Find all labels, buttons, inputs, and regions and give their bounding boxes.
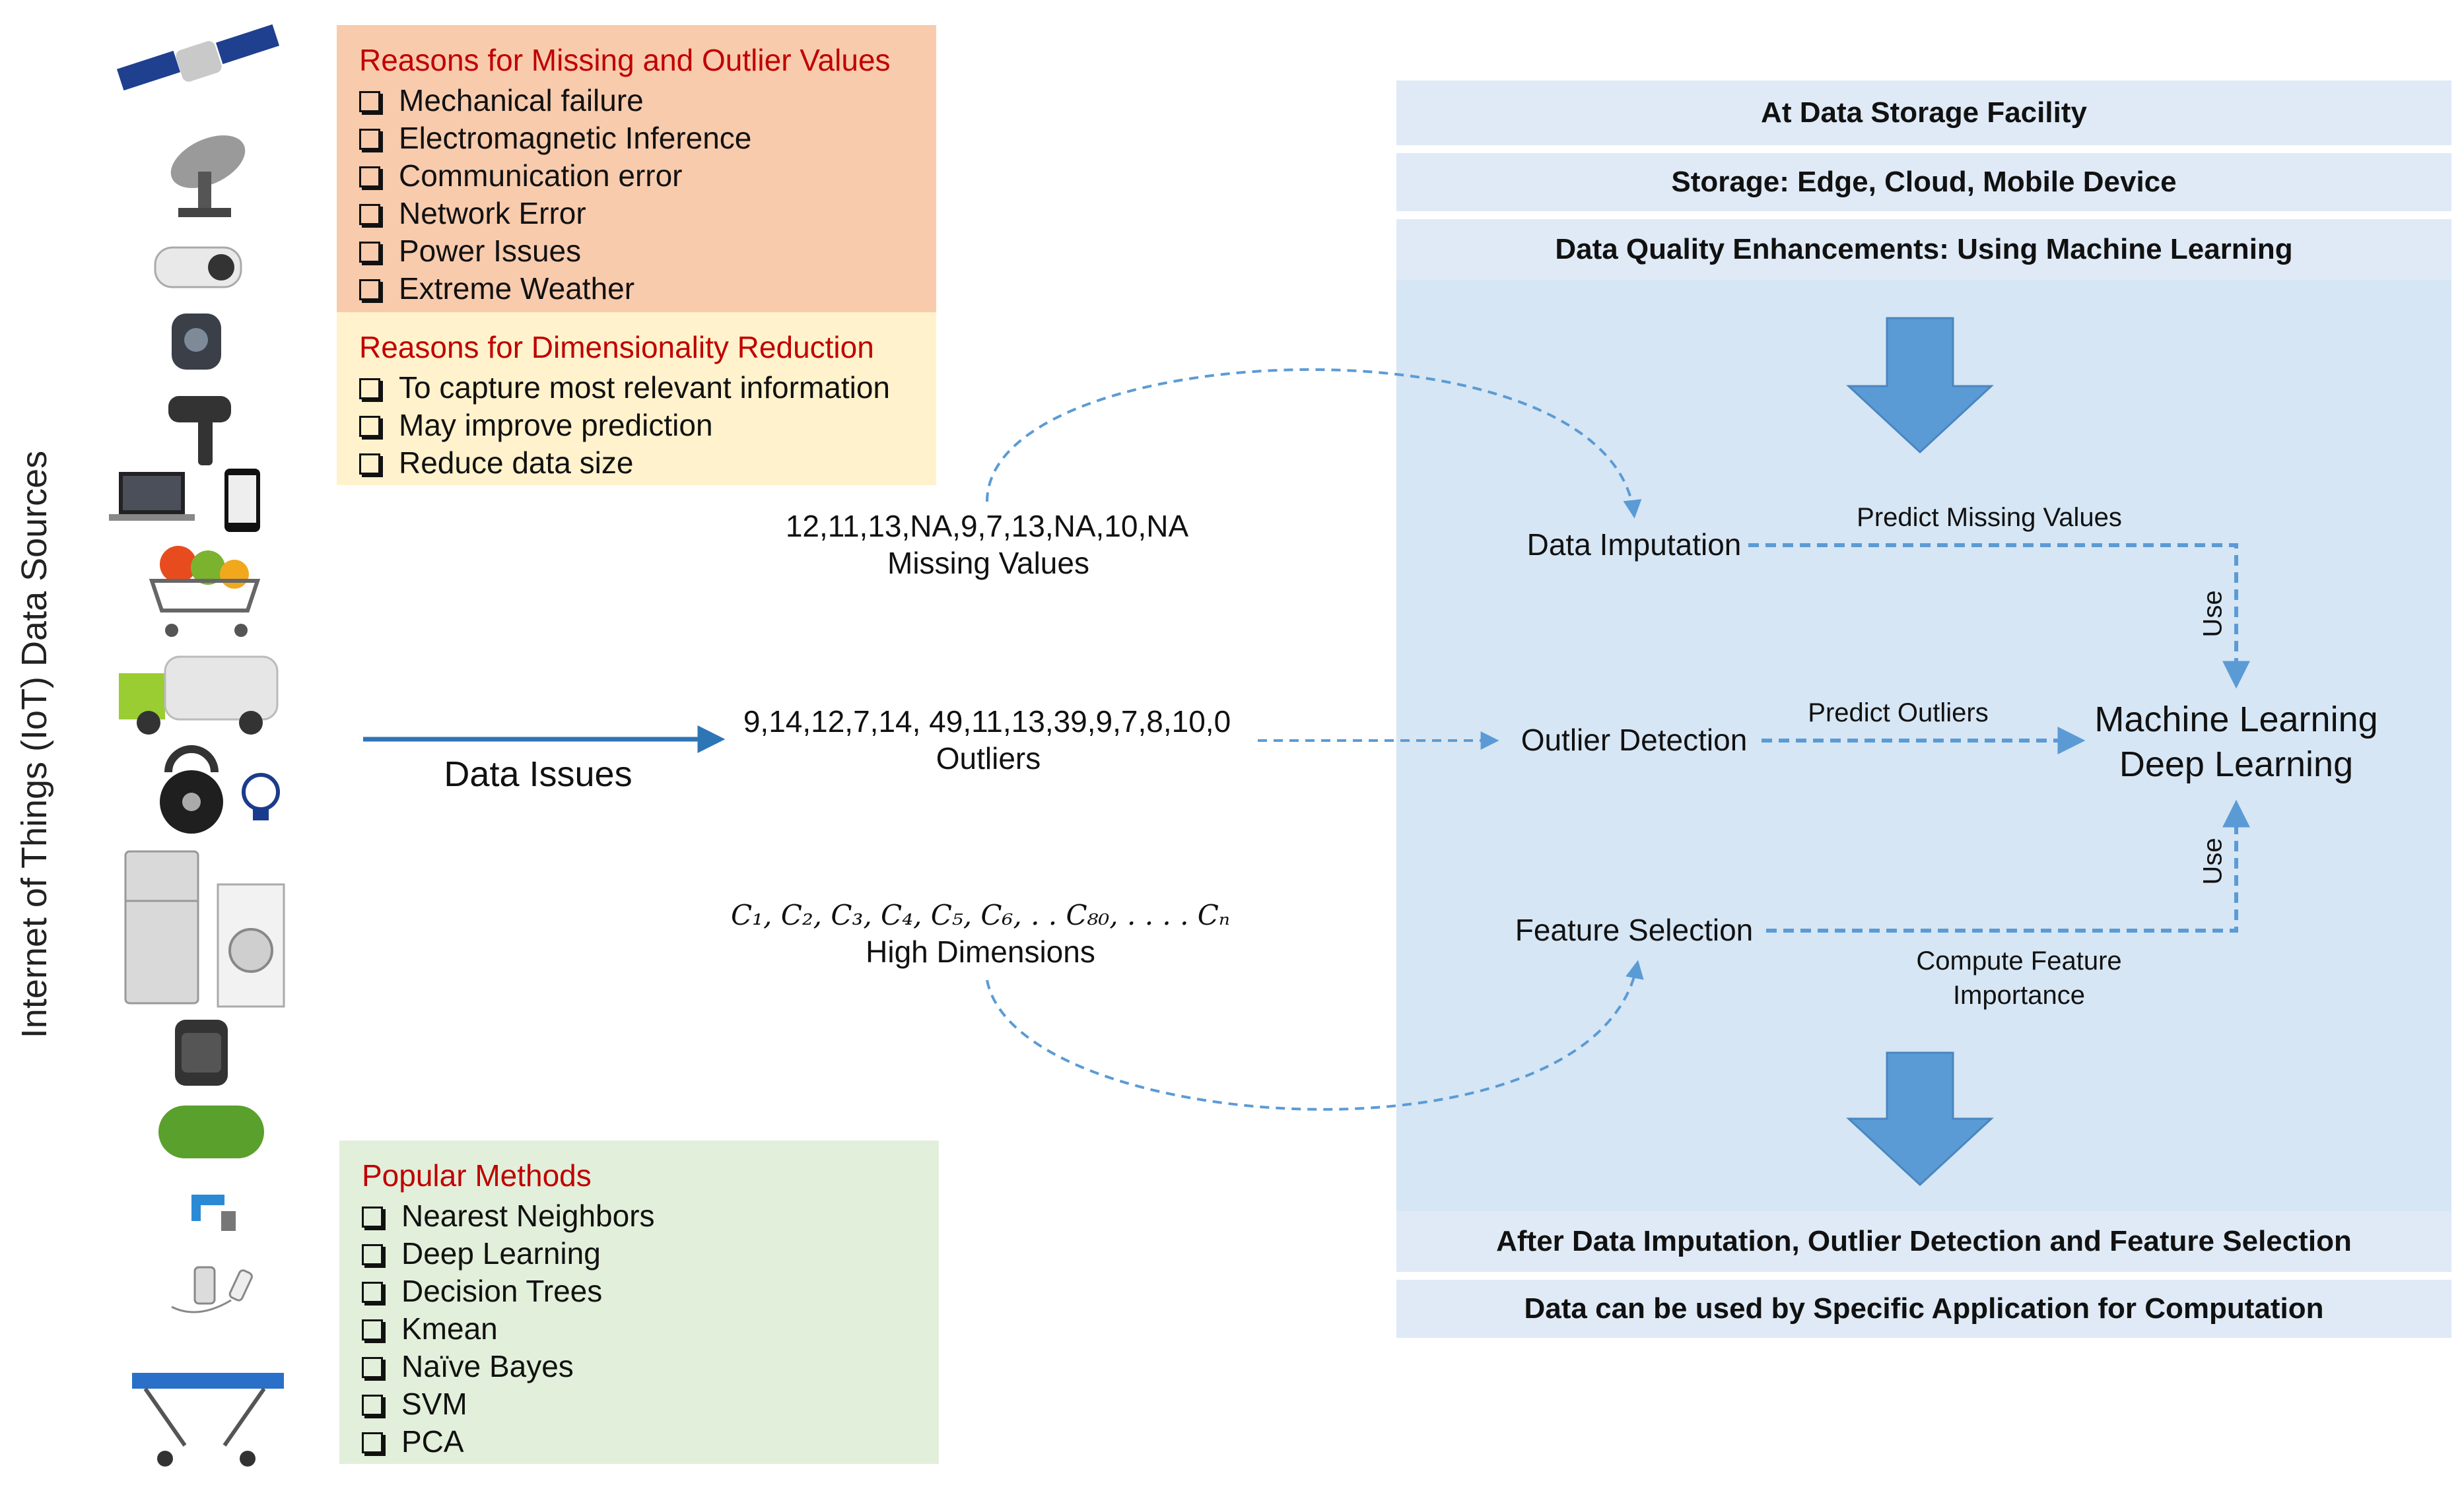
truck-icon [119, 655, 279, 735]
medical-sensor-icon [171, 1266, 253, 1313]
dimensions-to-feature-curve [986, 960, 1644, 1111]
list-item: Naïve Bayes [362, 1348, 916, 1385]
smartphone-icon [224, 469, 260, 532]
list-item: Extreme Weather [359, 270, 914, 308]
hair-dryer-icon [168, 396, 231, 465]
ml-dl-node: Machine Learning Deep Learning [2094, 697, 2378, 787]
outliers-label: Outliers [936, 741, 1041, 776]
panel-footer-after-processing: After Data Imputation, Outlier Detection… [1396, 1211, 2451, 1272]
missing-to-imputation-curve [986, 368, 1642, 519]
webcam-icon [172, 314, 221, 370]
outliers-sequence: 9,14,12,7,14, 49,11,13,39,9,7,8,10,0 [743, 704, 1231, 739]
outlier-detection-node: Outlier Detection [1521, 723, 1748, 757]
list-item: PCA [362, 1423, 916, 1461]
satellite-icon [116, 24, 280, 91]
list-item: Communication error [359, 157, 914, 195]
panel-separator [1396, 145, 2451, 153]
list-item: May improve prediction [359, 407, 914, 444]
missing-values-sequence: 12,11,13,NA,9,7,13,NA,10,NA [785, 509, 1189, 543]
down-arrow-top [1846, 317, 1994, 454]
methods-box-title: Popular Methods [362, 1158, 592, 1193]
panel-header-storage-types: Storage: Edge, Cloud, Mobile Device [1396, 153, 2451, 211]
smart-lock-icon [160, 745, 223, 834]
predict-outliers-label: Predict Outliers [1808, 698, 1989, 727]
dimensionality-reduction-box: Reasons for Dimensionality Reduction To … [337, 312, 936, 485]
reasons-box-title: Reasons for Missing and Outlier Values [359, 43, 891, 77]
list-item: Reduce data size [359, 444, 914, 482]
laptop-icon [109, 472, 195, 521]
stretcher-icon [132, 1373, 284, 1467]
security-camera-icon [154, 246, 242, 288]
data-issues-label: Data Issues [444, 754, 633, 794]
satellite-dish-icon [170, 135, 246, 217]
panel-header-quality-enhancements: Data Quality Enhancements: Using Machine… [1396, 219, 2451, 280]
high-dimensions-label: High Dimensions [866, 935, 1095, 969]
feature-to-ml-edge [1766, 799, 2250, 933]
list-item: Deep Learning [362, 1235, 916, 1273]
feature-selection-node: Feature Selection [1515, 913, 1754, 947]
compute-importance-line2: Importance [1952, 981, 2086, 1010]
list-item: Decision Trees [362, 1273, 916, 1310]
list-item: SVM [362, 1385, 916, 1423]
dimensionality-box-title: Reasons for Dimensionality Reduction [359, 330, 874, 364]
shopping-cart-icon [149, 546, 261, 637]
use-label-top: Use [2198, 590, 2228, 638]
panel-separator [1396, 211, 2451, 219]
ml-node-line1: Machine Learning [2094, 700, 2378, 739]
panel-separator [1396, 1272, 2451, 1280]
panel-footer-application-use: Data can be used by Specific Application… [1396, 1280, 2451, 1338]
data-imputation-node: Data Imputation [1526, 527, 1742, 562]
high-dimensions-sequence: C₁, C₂, C₃, C₄, C₅, C₆, . . C₈₀, . . . .… [731, 899, 1230, 931]
predict-missing-values-label: Predict Missing Values [1857, 503, 2122, 532]
refrigerator-icon [124, 850, 199, 1005]
popular-methods-box: Popular Methods Nearest Neighbors Deep L… [339, 1141, 939, 1464]
list-item: Nearest Neighbors [362, 1197, 916, 1235]
missing-values-label: Missing Values [887, 546, 1089, 580]
panel-header-storage-facility: At Data Storage Facility [1396, 81, 2451, 145]
ml-node-line2: Deep Learning [2119, 744, 2354, 784]
list-item: Network Error [359, 195, 914, 232]
list-item: Power Issues [359, 232, 914, 270]
compute-feature-importance-label: Compute Feature Importance [1916, 944, 2121, 1012]
list-item: Electromagnetic Inference [359, 119, 914, 157]
light-bulb-icon [242, 773, 280, 820]
down-arrow-bottom [1846, 1051, 1994, 1187]
imputation-to-ml-edge [1748, 543, 2250, 689]
list-item: To capture most relevant information [359, 369, 914, 407]
water-tap-icon [191, 1195, 236, 1231]
storage-tank-icon [158, 1106, 264, 1158]
reasons-missing-outlier-box: Reasons for Missing and Outlier Values M… [337, 25, 936, 312]
use-label-bottom: Use [2198, 838, 2228, 885]
washing-machine-icon [217, 883, 285, 1008]
list-item: Kmean [362, 1310, 916, 1348]
device-icons-column [109, 24, 285, 1467]
smartwatch-icon [175, 1020, 228, 1086]
compute-importance-line1: Compute Feature [1916, 946, 2122, 976]
list-item: Mechanical failure [359, 82, 914, 119]
